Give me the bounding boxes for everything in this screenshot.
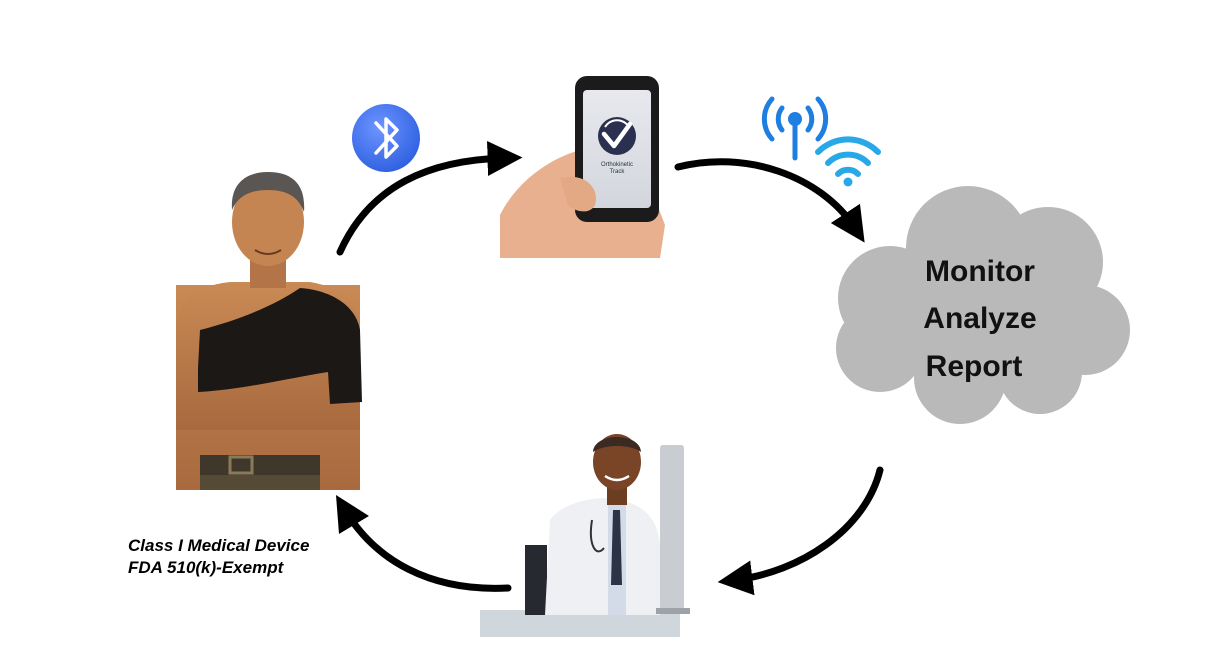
app-subtitle-label: Track: [610, 169, 626, 175]
doctor-illustration: [480, 434, 690, 637]
app-name-label: Orthokinetic: [601, 162, 633, 168]
shoulder-brace: [198, 288, 362, 404]
cloud-label-report: Report: [926, 350, 1023, 383]
arrow-doctor-to-patient: [335, 494, 512, 592]
antenna-signal-icon: [761, 96, 829, 161]
arrow-phone-to-cloud: [674, 158, 865, 243]
caption-line-device-class: Class I Medical Device: [128, 536, 310, 555]
belt: [200, 455, 320, 475]
caption-line-fda: FDA 510(k)-Exempt: [128, 558, 284, 577]
cloud-label-analyze: Analyze: [923, 302, 1036, 335]
wifi-icon: [815, 136, 881, 187]
regulatory-caption: Class I Medical Device FDA 510(k)-Exempt: [128, 535, 309, 579]
bluetooth-icon: [352, 104, 420, 172]
cloud-shape: [836, 186, 1130, 424]
cloud-label-monitor: Monitor: [925, 255, 1035, 288]
app-logo-icon: [598, 117, 636, 155]
computer-monitor: [660, 445, 684, 610]
arrow-patient-to-phone: [336, 140, 523, 256]
patient-illustration: [176, 172, 362, 490]
arrow-cloud-to-doctor: [717, 466, 884, 596]
phone-illustration: Orthokinetic Track: [500, 76, 665, 258]
